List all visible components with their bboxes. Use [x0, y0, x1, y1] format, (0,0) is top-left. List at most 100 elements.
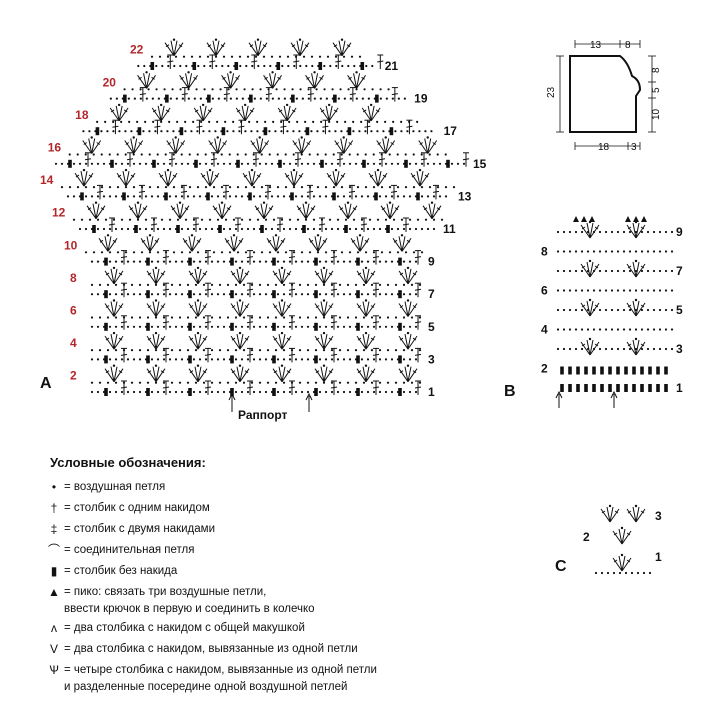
single-crochet-mark — [188, 355, 192, 364]
row-number-right: 5 — [676, 303, 683, 317]
chain-stitch-dot — [424, 130, 427, 133]
chain-stitch-dot — [152, 218, 156, 221]
chain-stitch-dot — [366, 227, 370, 231]
chain-stitch-dot — [168, 358, 172, 361]
single-crochet-mark — [332, 192, 336, 201]
chain-stitch-dot — [114, 195, 118, 198]
chain-stitch-dot — [114, 283, 118, 286]
chain-stitch-dot — [664, 347, 668, 351]
chain-stitch-dot — [212, 186, 216, 189]
chain-stitch-dot — [604, 308, 608, 312]
chain-stitch-dot — [80, 218, 84, 221]
chain-stitch-dot — [372, 358, 376, 361]
chain-stitch-dot — [216, 293, 220, 296]
legend-item: ▮= столбик без накида — [44, 561, 444, 582]
chain-stitch-dot — [114, 260, 118, 263]
single-crochet-mark — [188, 322, 192, 331]
chain-stitch-dot — [180, 186, 184, 189]
fan-motif-mark — [146, 298, 166, 317]
chain-stitch-dot — [290, 283, 294, 286]
fan-motif-mark — [140, 233, 160, 252]
row-number-left: 12 — [52, 206, 66, 220]
fan-motif-mark — [146, 266, 166, 285]
chain-stitch-dot — [408, 120, 411, 123]
chain-stitch-dot — [562, 347, 566, 351]
chain-stitch-dot — [126, 162, 130, 165]
single-crochet-mark — [272, 322, 276, 331]
chain-stitch-dot — [198, 325, 202, 328]
chain-stitch-dot — [316, 130, 319, 133]
chain-stitch-dot — [387, 88, 390, 91]
chain-stitch-dot — [372, 390, 376, 394]
chain-stitch-dot — [360, 227, 364, 231]
chain-stitch-dot — [120, 293, 124, 296]
fan-motif-mark — [422, 201, 442, 220]
fan-motif-mark — [224, 233, 244, 252]
chain-stitch-dot — [132, 195, 136, 198]
single-crochet-mark — [600, 366, 604, 375]
chain-stitch-dot — [234, 283, 238, 286]
chain-stitch-dot — [186, 162, 190, 165]
fan-motif-mark — [626, 259, 646, 278]
chain-stitch-dot — [245, 64, 248, 68]
fan-motif-mark — [188, 266, 208, 285]
chain-stitch-dot — [366, 390, 370, 394]
chain-stitch-dot — [348, 195, 352, 198]
chain-stitch-dot — [342, 293, 346, 296]
chain-stitch-dot — [284, 153, 287, 156]
chain-stitch-dot — [130, 349, 134, 352]
chain-stitch-dot — [312, 162, 316, 165]
chain-stitch-dot — [174, 195, 178, 198]
legend-text: = соединительная петля — [64, 544, 195, 556]
chain-stitch-dot — [568, 308, 572, 312]
chain-stitch-dot — [280, 130, 283, 133]
chain-stitch-dot — [240, 358, 244, 361]
chain-stitch-dot — [90, 293, 94, 296]
chain-stitch-dot — [122, 381, 126, 384]
chain-stitch-dot — [76, 153, 79, 156]
chain-stitch-dot — [258, 316, 262, 319]
chain-stitch-dot — [116, 153, 119, 156]
chain-stitch-dot — [436, 153, 439, 156]
chain-stitch-dot — [234, 195, 238, 198]
chain-stitch-dot — [228, 251, 232, 254]
fan-motif-mark — [254, 201, 274, 220]
chain-stitch-dot — [616, 250, 620, 253]
chain-stitch-dot — [314, 283, 318, 286]
chain-stitch-dot — [360, 218, 364, 221]
single-crochet-mark — [314, 388, 318, 396]
chain-stitch-dot — [252, 162, 256, 165]
chain-stitch-dot — [112, 218, 116, 221]
chain-stitch-dot — [180, 153, 183, 156]
chain-stitch-dot — [367, 97, 370, 100]
chain-stitch-dot — [318, 325, 322, 328]
fan-motif-mark — [208, 135, 228, 154]
chain-stitch-dot — [162, 381, 166, 384]
chain-stitch-dot — [181, 97, 184, 100]
chain-stitch-dot — [330, 381, 334, 384]
chain-stitch-dot — [414, 358, 418, 361]
chain-stitch-dot — [258, 390, 262, 394]
single-crochet-mark — [290, 192, 294, 201]
chain-stitch-dot — [210, 381, 214, 384]
chain-stitch-dot — [616, 347, 620, 351]
legend-text: = столбик с одним накидом — [64, 502, 210, 514]
chain-stitch-dot — [604, 230, 608, 234]
chain-stitch-dot — [114, 390, 118, 394]
chain-stitch-dot — [106, 283, 110, 286]
chain-stitch-dot — [634, 308, 638, 312]
chain-stitch-dot — [124, 186, 128, 189]
chain-stitch-dot — [382, 130, 385, 133]
fan-motif-mark — [314, 266, 334, 285]
chain-stitch-dot — [212, 251, 216, 254]
schematic-right-seg-3: 10 — [651, 108, 662, 120]
chain-stitch-dot — [350, 55, 354, 58]
fan-motif-mark — [272, 298, 292, 317]
chain-stitch-dot — [288, 120, 291, 123]
row-number-right: 17 — [444, 124, 458, 138]
chain-stitch-dot — [90, 195, 94, 198]
chain-stitch-dot — [304, 120, 307, 123]
chain-stitch-dot — [160, 120, 163, 123]
chain-stitch-dot — [371, 64, 374, 68]
chain-stitch-dot — [348, 358, 352, 361]
